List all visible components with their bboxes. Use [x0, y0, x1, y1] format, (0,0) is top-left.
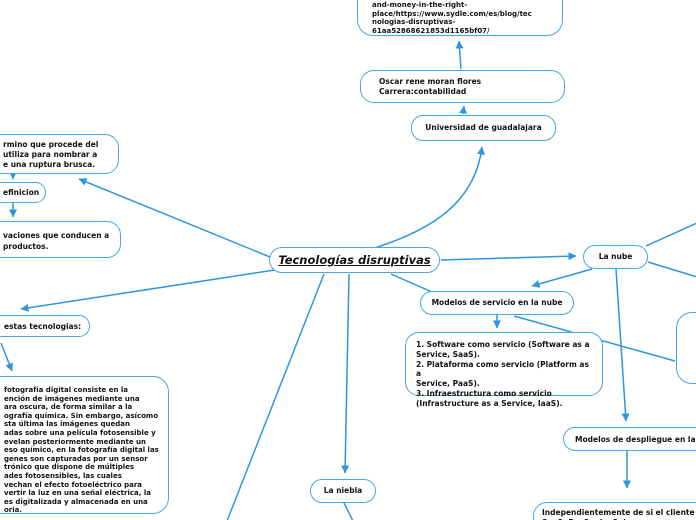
node-university-label: Universidad de guadalajara: [425, 123, 542, 132]
connector-central-bottom: [226, 273, 325, 520]
node-ejemplos-tecnologias-label: estas tecnologias:: [4, 322, 82, 331]
connector-central-lanube: [440, 252, 577, 261]
node-modelos-servicio-label: Modelos de servicio en la nube: [431, 298, 563, 307]
node-independiente-label: Independientemente de si el cliente usa …: [542, 508, 695, 520]
node-innovaciones[interactable]: vaciones que conducen a productos.: [0, 221, 121, 258]
connector-central-ejemplos: [20, 268, 282, 312]
node-fotografia-digital[interactable]: fotografía digital consiste en la ención…: [0, 376, 169, 514]
node-university[interactable]: Universidad de guadalajara: [411, 115, 556, 141]
connector-lanube-offscreen-se: [647, 261, 696, 278]
connector-central-modelos-servicio: [390, 273, 433, 293]
node-lista-saas-paas-iaas[interactable]: 1. Software como servicio (Software as a…: [405, 332, 603, 408]
connector-central-niebla: [341, 273, 350, 474]
connector-central-universidad: [371, 146, 486, 250]
node-author[interactable]: Oscar rene moran flores Carrera:contabil…: [360, 70, 565, 103]
connector-lanube-despliegue: [615, 268, 630, 422]
connector-niebla-bottom: [343, 502, 354, 520]
node-author-label: Oscar rene moran flores Carrera:contabil…: [379, 77, 482, 96]
node-modelos-servicio[interactable]: Modelos de servicio en la nube: [420, 291, 574, 315]
node-url-source-label: and-money-in-the-right- place/https://ww…: [372, 1, 532, 35]
connector-central-termino: [78, 178, 271, 258]
node-termino-definition[interactable]: rmino que procede del utiliza para nombr…: [0, 134, 119, 174]
connector-lanube-modelos-servicio: [531, 268, 593, 288]
node-modelos-despliegue[interactable]: Modelos de despliegue en la nube: [563, 427, 696, 451]
node-la-niebla-label: La niebla: [323, 486, 363, 495]
node-definicion[interactable]: efinicion: [0, 182, 46, 203]
node-lista-saas-paas-iaas-label: 1. Software como servicio (Software as a…: [416, 340, 590, 408]
node-la-niebla[interactable]: La niebla: [310, 479, 376, 503]
node-termino-definition-label: rmino que procede del utiliza para nombr…: [3, 140, 99, 169]
connector-author-url: [455, 40, 464, 70]
node-central-topic[interactable]: Tecnologías disruptivas: [269, 247, 440, 273]
node-independiente[interactable]: Independientemente de si el cliente usa …: [533, 502, 696, 520]
connector-universidad-author: [459, 105, 468, 115]
node-central-topic-label: Tecnologías disruptivas: [278, 253, 431, 267]
node-fotografia-digital-label: fotografía digital consiste en la ención…: [4, 386, 159, 515]
node-modelos-despliegue-label: Modelos de despliegue en la nube: [575, 435, 696, 444]
node-definicion-label: efinicion: [3, 188, 40, 197]
node-ejemplos-tecnologias[interactable]: estas tecnologias:: [0, 315, 90, 337]
node-la-nube[interactable]: La nube: [583, 245, 648, 269]
node-url-source[interactable]: and-money-in-the-right- place/https://ww…: [357, 0, 563, 36]
connector-lanube-offscreen-ne: [645, 222, 696, 247]
node-clipped-right[interactable]: [676, 312, 696, 384]
node-la-nube-label: La nube: [598, 252, 633, 261]
connector-ejemplos-fotografia: [0, 342, 13, 372]
node-innovaciones-label: vaciones que conducen a productos.: [3, 231, 110, 251]
